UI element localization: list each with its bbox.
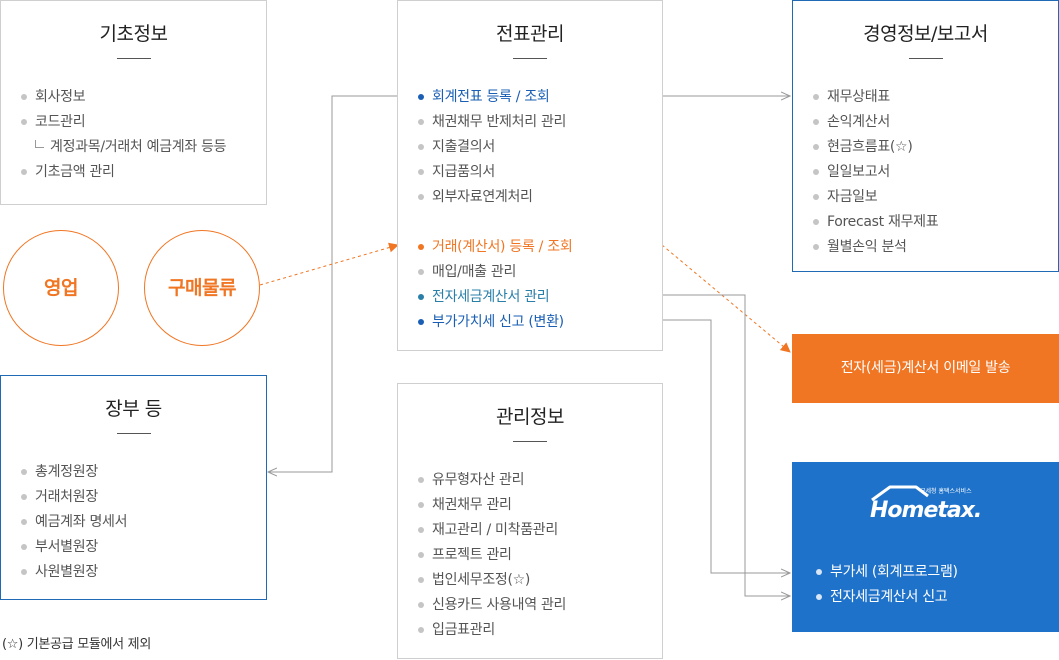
hometax-list: 부가세 (회계프로그램) 전자세금계산서 신고 [816,562,1049,612]
title-rule [513,58,547,59]
list-item: 회사정보 [21,87,256,112]
ledger-list: 총계정원장 거래처원장 예금계좌 명세서 부서별원장 사원별원장 [21,462,256,587]
list-item-transaction: 거래(계산서) 등록 / 조회 [418,237,652,262]
management-report-list: 재무상태표 손익계산서 현금흐름표(☆) 일일보고서 자금일보 Forecast… [813,87,1048,262]
footnote: (☆) 기본공급 모듈에서 제외 [2,637,151,652]
hometax-logo: 국세청 홈택스서비스 Hometax. [870,484,982,534]
line-purchase-voucher [259,242,399,286]
list-item: 외부자료연계처리 [418,187,652,212]
purchase-logistics-circle: 구매물류 [144,230,260,346]
list-item: 지출결의서 [418,137,652,162]
list-item: 거래처원장 [21,487,256,512]
list-item: 신용카드 사용내역 관리 [418,595,652,620]
basic-info-list: 회사정보 코드관리 계정과목/거래처 예금계좌 등등 기초금액 관리 [21,87,256,187]
list-item: 전자세금계산서 신고 [816,587,1049,612]
list-item: 법인세무조정(☆) [418,570,652,595]
list-subitem: 계정과목/거래처 예금계좌 등등 [21,137,256,162]
list-item: 부가세 (회계프로그램) [816,562,1049,587]
voucher-title: 전표관리 [496,23,564,45]
list-item: 유무형자산 관리 [418,470,652,495]
title-rule [116,433,151,434]
list-item: 채권채무 반제처리 관리 [418,112,652,137]
title-rule [116,58,151,59]
list-item: 손익계산서 [813,112,1048,137]
list-item: 재무상태표 [813,87,1048,112]
ledger-title: 장부 등 [105,398,162,420]
line-vat-hometax-gray [662,319,790,573]
list-item: 예금계좌 명세서 [21,512,256,537]
title-rule [908,58,943,59]
list-item: 일일보고서 [813,162,1048,187]
voucher-list: 회계전표 등록 / 조회 채권채무 반제처리 관리 지출결의서 지급품의서 외부… [418,87,652,337]
ledger-box: 장부 등 총계정원장 거래처원장 예금계좌 명세서 부서별원장 사원별원장 [0,375,267,600]
list-item: 입금표관리 [418,620,652,645]
list-item: 채권채무 관리 [418,495,652,520]
admin-info-list: 유무형자산 관리 채권채무 관리 재고관리 / 미착품관리 프로젝트 관리 법인… [418,470,652,645]
management-report-box: 경영정보/보고서 재무상태표 손익계산서 현금흐름표(☆) 일일보고서 자금일보… [792,0,1059,272]
admin-info-box: 관리정보 유무형자산 관리 채권채무 관리 재고관리 / 미착품관리 프로젝트 … [397,383,663,659]
management-report-title: 경영정보/보고서 [863,23,988,45]
list-item: 현금흐름표(☆) [813,137,1048,162]
sub-arrow-icon [35,140,44,148]
list-item: 기초금액 관리 [21,162,256,187]
sales-circle: 영업 [3,230,119,346]
line-etax-hometax-gray [662,294,790,596]
line-ledger-voucher [268,95,418,472]
list-item: 프로젝트 관리 [418,545,652,570]
list-item: 총계정원장 [21,462,256,487]
basic-info-title: 기초정보 [99,23,168,45]
hometax-box: 국세청 홈택스서비스 Hometax. 부가세 (회계프로그램) 전자세금계산서… [792,462,1059,632]
list-item: Forecast 재무제표 [813,212,1048,237]
basic-info-box: 기초정보 회사정보 코드관리 계정과목/거래처 예금계좌 등등 기초금액 관리 [0,0,267,205]
list-subitem-label: 계정과목/거래처 예금계좌 등등 [50,139,227,155]
admin-info-title: 관리정보 [496,406,564,428]
hometax-logo-text: Hometax. [870,498,982,523]
list-item: 부서별원장 [21,537,256,562]
list-item-vat-report: 부가가치세 신고 (변환) [418,312,652,337]
list-item: 사원별원장 [21,562,256,587]
list-item: 자금일보 [813,187,1048,212]
list-item-etax-invoice: 전자세금계산서 관리 [418,287,652,312]
line-transaction-email-dashed [661,244,791,353]
list-item: 코드관리 [21,112,256,137]
list-item: 매입/매출 관리 [418,262,652,287]
email-dispatch-banner: 전자(세금)계산서 이메일 발송 [792,334,1059,403]
house-roof-icon [871,485,929,502]
list-item: 재고관리 / 미착품관리 [418,520,652,545]
list-item-accounting-voucher: 회계전표 등록 / 조회 [418,87,652,112]
list-item: 지급품의서 [418,162,652,187]
title-rule [513,441,547,442]
hometax-logo-small: 국세청 홈택스서비스 [920,488,972,495]
list-item: 월별손익 분석 [813,237,1048,262]
voucher-box: 전표관리 회계전표 등록 / 조회 채권채무 반제처리 관리 지출결의서 지급품… [397,0,663,351]
